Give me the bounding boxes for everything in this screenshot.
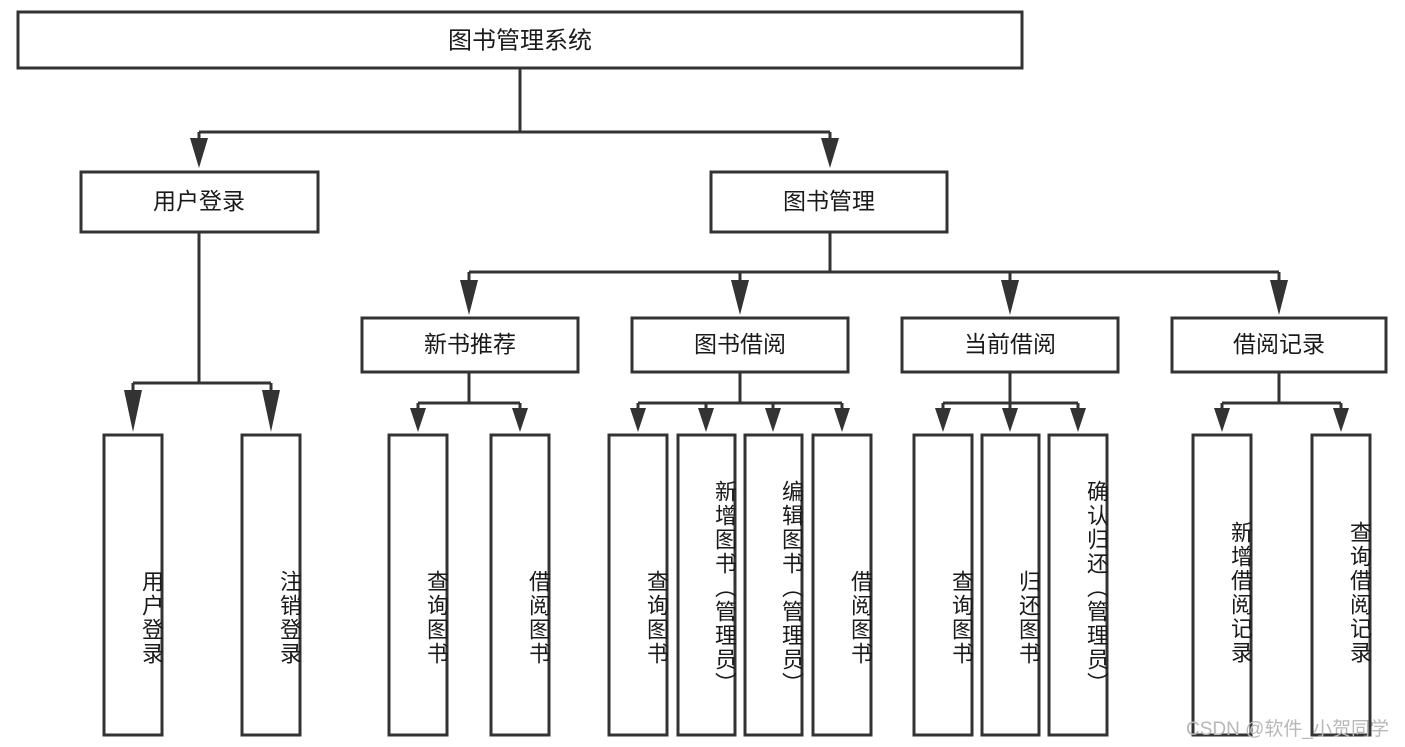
csdn-watermark: CSDN @软件_小贺同学 (1186, 719, 1389, 740)
connector-group-book-borrow (630, 372, 850, 432)
node-borrow-record-box[interactable] (1170, 316, 1388, 374)
node-book-management-box[interactable] (709, 170, 949, 234)
node-current-borrow-label: 当前借阅 (964, 331, 1056, 357)
arrow-to-leaf-borrow-book-1 (512, 408, 528, 432)
node-user-login[interactable]: 用户登录 (79, 170, 320, 234)
node-book-management[interactable]: 图书管理 (709, 170, 949, 234)
leaf-box-query-book-1[interactable] (387, 433, 449, 737)
node-borrow-record[interactable]: 借阅记录 (1170, 316, 1388, 374)
node-new-book-recommend-label: 新书推荐 (424, 331, 516, 357)
arrow-to-book-management (821, 138, 839, 168)
node-user-login-box[interactable] (79, 170, 320, 234)
leaf-box-return-book[interactable] (980, 433, 1041, 737)
connector-group-root (190, 68, 839, 168)
node-user-login-label: 用户登录 (153, 188, 245, 214)
arrow-to-current-borrow (1001, 280, 1019, 315)
arrow-to-leaf-query-borrow-record (1333, 408, 1349, 432)
node-current-borrow-box[interactable] (900, 316, 1120, 374)
leaf-box-logout-login[interactable] (240, 433, 302, 737)
leaf-box-borrow-book-2[interactable] (811, 433, 873, 737)
arrow-to-leaf-logout-login (262, 390, 280, 432)
arrow-to-user-login (190, 138, 208, 168)
leaf-box-confirm-return[interactable] (1047, 433, 1109, 737)
node-new-book-recommend-box[interactable] (360, 316, 580, 374)
arrow-to-leaf-query-book-2 (630, 408, 646, 432)
arrow-to-borrow-record (1270, 280, 1288, 315)
leaf-box-add-book[interactable] (676, 433, 737, 737)
connector-group-book-management (460, 232, 1288, 315)
node-root[interactable]: 图书管理系统 (16, 10, 1024, 70)
leaf-box-borrow-book-1[interactable] (489, 433, 551, 737)
leaf-box-query-book-2[interactable] (607, 433, 669, 737)
connector-group-new-book-recommend (410, 372, 528, 432)
connector-group-borrow-record (1214, 372, 1349, 432)
leaf-box-edit-book[interactable] (743, 433, 804, 737)
arrow-to-leaf-query-book-1 (410, 408, 426, 432)
arrow-to-leaf-borrow-book-2 (834, 408, 850, 432)
arrow-to-leaf-edit-book (765, 408, 781, 432)
arrow-to-leaf-confirm-return (1070, 408, 1086, 432)
node-book-management-label: 图书管理 (783, 188, 875, 214)
node-book-borrow-label: 图书借阅 (694, 331, 786, 357)
leaf-box-user-login[interactable] (102, 433, 164, 737)
node-book-borrow[interactable]: 图书借阅 (630, 316, 850, 374)
connector-group-current-borrow (935, 372, 1086, 432)
arrow-to-book-borrow (731, 280, 749, 315)
arrow-to-leaf-add-borrow-record (1214, 408, 1230, 432)
leaf-box-query-book-3[interactable] (912, 433, 974, 737)
connector-group-user-login (124, 232, 280, 432)
arrow-to-leaf-user-login (124, 390, 142, 432)
arrow-to-leaf-return-book (1002, 408, 1018, 432)
arrow-to-leaf-add-book (698, 408, 714, 432)
node-root-box[interactable] (16, 10, 1024, 70)
node-current-borrow[interactable]: 当前借阅 (900, 316, 1120, 374)
leaf-box-query-borrow-record[interactable] (1310, 433, 1372, 737)
arrow-to-new-book-recommend (460, 280, 478, 315)
node-root-label: 图书管理系统 (448, 27, 592, 54)
node-book-borrow-box[interactable] (630, 316, 850, 374)
leaf-box-add-borrow-record[interactable] (1191, 433, 1253, 737)
arrow-to-leaf-query-book-3 (935, 408, 951, 432)
node-new-book-recommend[interactable]: 新书推荐 (360, 316, 580, 374)
node-borrow-record-label: 借阅记录 (1233, 331, 1325, 357)
